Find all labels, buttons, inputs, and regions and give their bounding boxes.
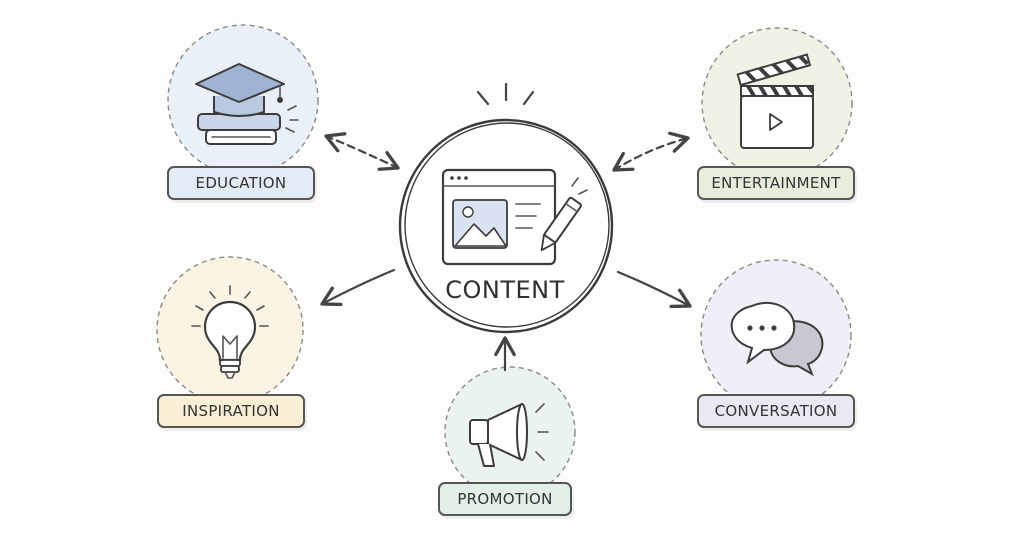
clapperboard-icon xyxy=(736,53,815,149)
entertainment-label: ENTERTAINMENT xyxy=(697,166,855,200)
megaphone-icon xyxy=(469,403,549,467)
center-rays xyxy=(476,82,535,106)
light-bulb-icon xyxy=(191,285,269,379)
arrow-conversation xyxy=(616,270,692,309)
speech-bubbles-icon xyxy=(730,301,824,377)
inspiration-label: INSPIRATION xyxy=(157,394,305,428)
browser-window-pencil-icon xyxy=(441,168,588,266)
graduation-cap-books-icon xyxy=(195,63,299,145)
arrow-inspiration xyxy=(320,268,396,307)
promotion-label: PROMOTION xyxy=(438,482,572,516)
conversation-label: CONVERSATION xyxy=(697,394,855,428)
content-label: CONTENT xyxy=(445,276,565,304)
education-label: EDUCATION xyxy=(167,166,315,200)
arrow-education xyxy=(324,132,400,171)
arrow-entertainment xyxy=(612,131,690,172)
